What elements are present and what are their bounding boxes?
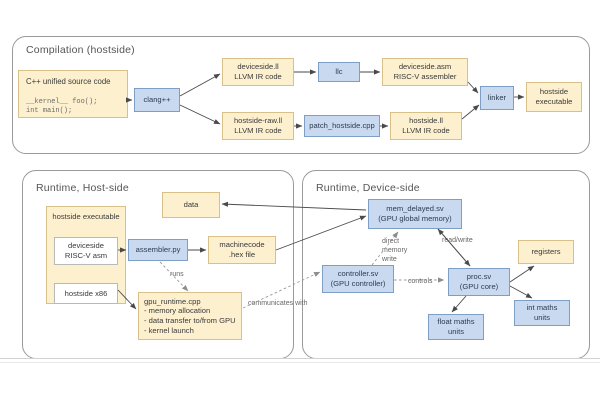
- node-clangpp: clang++: [134, 88, 180, 112]
- node-hostside-executable-compilation: hostside executable: [526, 82, 582, 112]
- deviceside-riscv-asm-line-2: RISC-V asm: [64, 251, 108, 260]
- proc-line-2: (GPU core): [459, 282, 499, 291]
- gpu-runtime-bullet-1: - memory allocation: [144, 306, 211, 316]
- assembler-py-label: assembler.py: [135, 245, 181, 255]
- clangpp-label: clang++: [143, 95, 171, 105]
- node-source-code: C++ unified source code __kernel__ foo()…: [18, 70, 128, 118]
- panel-runtime-device-title: Runtime, Device-side: [316, 182, 420, 194]
- deviceside-asm-line-2: RISC-V assembler: [393, 72, 457, 81]
- hostside-ll-line-2: LLVM IR code: [402, 126, 450, 135]
- bottom-divider-2: [0, 362, 600, 363]
- node-deviceside-riscv-asm: deviceside RISC-V asm: [54, 237, 118, 265]
- hostside-executable-top-line-2: executable: [535, 97, 573, 106]
- node-machinecode-hex: machinecode .hex file: [208, 236, 276, 264]
- bottom-divider: [0, 358, 600, 359]
- edge-label-direct-memory-write: direct memory write: [382, 238, 408, 263]
- float-maths-line-2: units: [447, 327, 465, 336]
- hostside-x86-label: hostside x86: [64, 288, 108, 298]
- node-deviceside-ll: deviceside.ll LLVM IR code: [222, 58, 294, 86]
- node-controller: controller.sv (GPU controller): [322, 265, 394, 293]
- panel-compilation-title: Compilation (hostside): [26, 44, 135, 56]
- hostside-raw-ll-line-2: LLVM IR code: [234, 126, 282, 135]
- node-hostside-x86: hostside x86: [54, 283, 118, 304]
- controller-line-1: controller.sv: [337, 269, 379, 279]
- node-hostside-raw-ll: hostside-raw.ll LLVM IR code: [222, 112, 294, 140]
- deviceside-ll-line-2: LLVM IR code: [234, 72, 282, 81]
- gpu-runtime-title: gpu_runtime.cpp: [144, 296, 201, 306]
- gpu-runtime-bullet-2: - data transfer to/from GPU: [144, 316, 236, 325]
- node-registers: registers: [518, 240, 574, 264]
- controller-line-2: (GPU controller): [330, 279, 386, 288]
- node-float-maths-units: float maths units: [428, 314, 484, 340]
- gpu-runtime-bullet-3: - kernel launch: [144, 325, 194, 335]
- deviceside-asm-line-1: deviceside.asm: [398, 62, 452, 72]
- node-data: data: [162, 192, 220, 218]
- edge-label-runs: runs: [170, 271, 184, 278]
- linker-label: linker: [487, 93, 507, 103]
- node-int-maths-units: int maths units: [514, 300, 570, 326]
- node-proc: proc.sv (GPU core): [448, 268, 510, 296]
- hostside-executable-caption: hostside executable: [52, 212, 120, 221]
- node-assembler-py: assembler.py: [128, 239, 188, 261]
- hostside-raw-ll-line-1: hostside-raw.ll: [233, 116, 283, 126]
- mem-delayed-line-2: (GPU global memory): [378, 214, 452, 223]
- proc-line-1: proc.sv: [466, 272, 492, 282]
- panel-runtime-host-title: Runtime, Host-side: [36, 182, 129, 194]
- edge-label-communicates-with: communicates with: [248, 300, 308, 307]
- float-maths-line-1: float maths: [437, 317, 475, 327]
- node-hostside-ll: hostside.ll LLVM IR code: [390, 112, 462, 140]
- source-code-line-1: __kernel__ foo();: [26, 97, 98, 106]
- hostside-ll-line-1: hostside.ll: [409, 116, 443, 126]
- edge-label-controls: controls: [408, 278, 433, 285]
- registers-label: registers: [531, 247, 561, 257]
- mem-delayed-line-1: mem_delayed.sv: [386, 204, 444, 214]
- node-gpu-runtime: gpu_runtime.cpp - memory allocation - da…: [138, 292, 242, 340]
- llc-label: llc: [335, 67, 343, 77]
- hostside-executable-top-line-1: hostside: [539, 87, 569, 97]
- int-maths-line-1: int maths: [526, 303, 558, 313]
- source-code-line-2: int main();: [26, 107, 73, 116]
- node-patch-hostside: patch_hostside.cpp: [304, 115, 380, 137]
- data-label: data: [183, 200, 199, 210]
- node-linker: linker: [480, 86, 514, 110]
- edge-label-read-write: read/write: [442, 237, 473, 244]
- int-maths-line-2: units: [533, 313, 551, 322]
- machinecode-hex-line-2: .hex file: [228, 250, 256, 259]
- patch-hostside-label: patch_hostside.cpp: [309, 121, 375, 131]
- deviceside-ll-line-1: deviceside.ll: [237, 62, 279, 72]
- node-mem-delayed: mem_delayed.sv (GPU global memory): [368, 199, 462, 229]
- deviceside-riscv-asm-line-1: deviceside: [68, 241, 104, 251]
- machinecode-hex-line-1: machinecode: [219, 240, 265, 250]
- source-code-title: C++ unified source code: [26, 77, 111, 86]
- node-llc: llc: [318, 62, 360, 82]
- node-deviceside-asm: deviceside.asm RISC-V assembler: [382, 58, 468, 86]
